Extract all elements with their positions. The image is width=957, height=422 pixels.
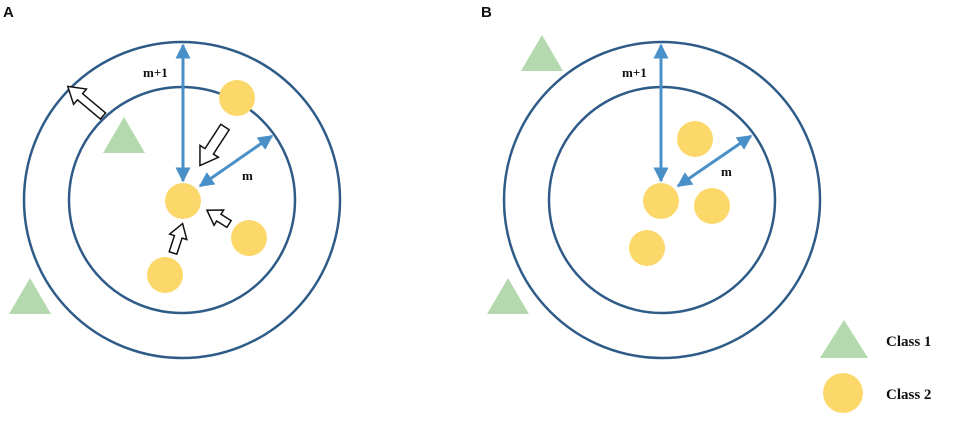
pull-in-arrow (168, 222, 188, 256)
outer-margin-circle-a (22, 40, 342, 360)
outer-margin-label: m+1 (622, 65, 647, 80)
legend-class1-swatch (820, 320, 868, 358)
outer-margin-circle-b (502, 40, 822, 360)
legend-class2-swatch (823, 373, 863, 413)
pull-in-arrow (205, 209, 233, 229)
legend-class1-label: Class 1 (886, 334, 931, 350)
class2-circle-anchor (643, 183, 679, 219)
outer-margin-label: m+1 (143, 65, 168, 80)
legend: Class 1 Class 2 (820, 320, 931, 413)
class2-circle (219, 80, 255, 116)
class2-circle (629, 230, 665, 266)
panel-b: B m+1 m (481, 4, 822, 360)
pull-in-arrow (199, 123, 231, 167)
inner-margin-label: m (721, 164, 732, 179)
class1-triangle (103, 117, 145, 153)
class2-circle (231, 220, 267, 256)
class1-triangle (521, 35, 563, 71)
inner-margin-arrow (198, 134, 274, 188)
panel-b-letter: B (481, 4, 492, 21)
panel-a: A m+1 m (3, 4, 342, 360)
inner-margin-arrow (676, 134, 753, 188)
push-out-arrow (66, 85, 107, 121)
class2-circle (677, 121, 713, 157)
class1-triangle (487, 278, 529, 314)
class1-triangle (9, 278, 51, 314)
legend-class2-label: Class 2 (886, 387, 931, 403)
class2-circle (694, 188, 730, 224)
panel-a-letter: A (3, 4, 14, 21)
class2-circle (147, 257, 183, 293)
class2-circle-anchor (165, 183, 201, 219)
inner-margin-label: m (242, 168, 253, 183)
